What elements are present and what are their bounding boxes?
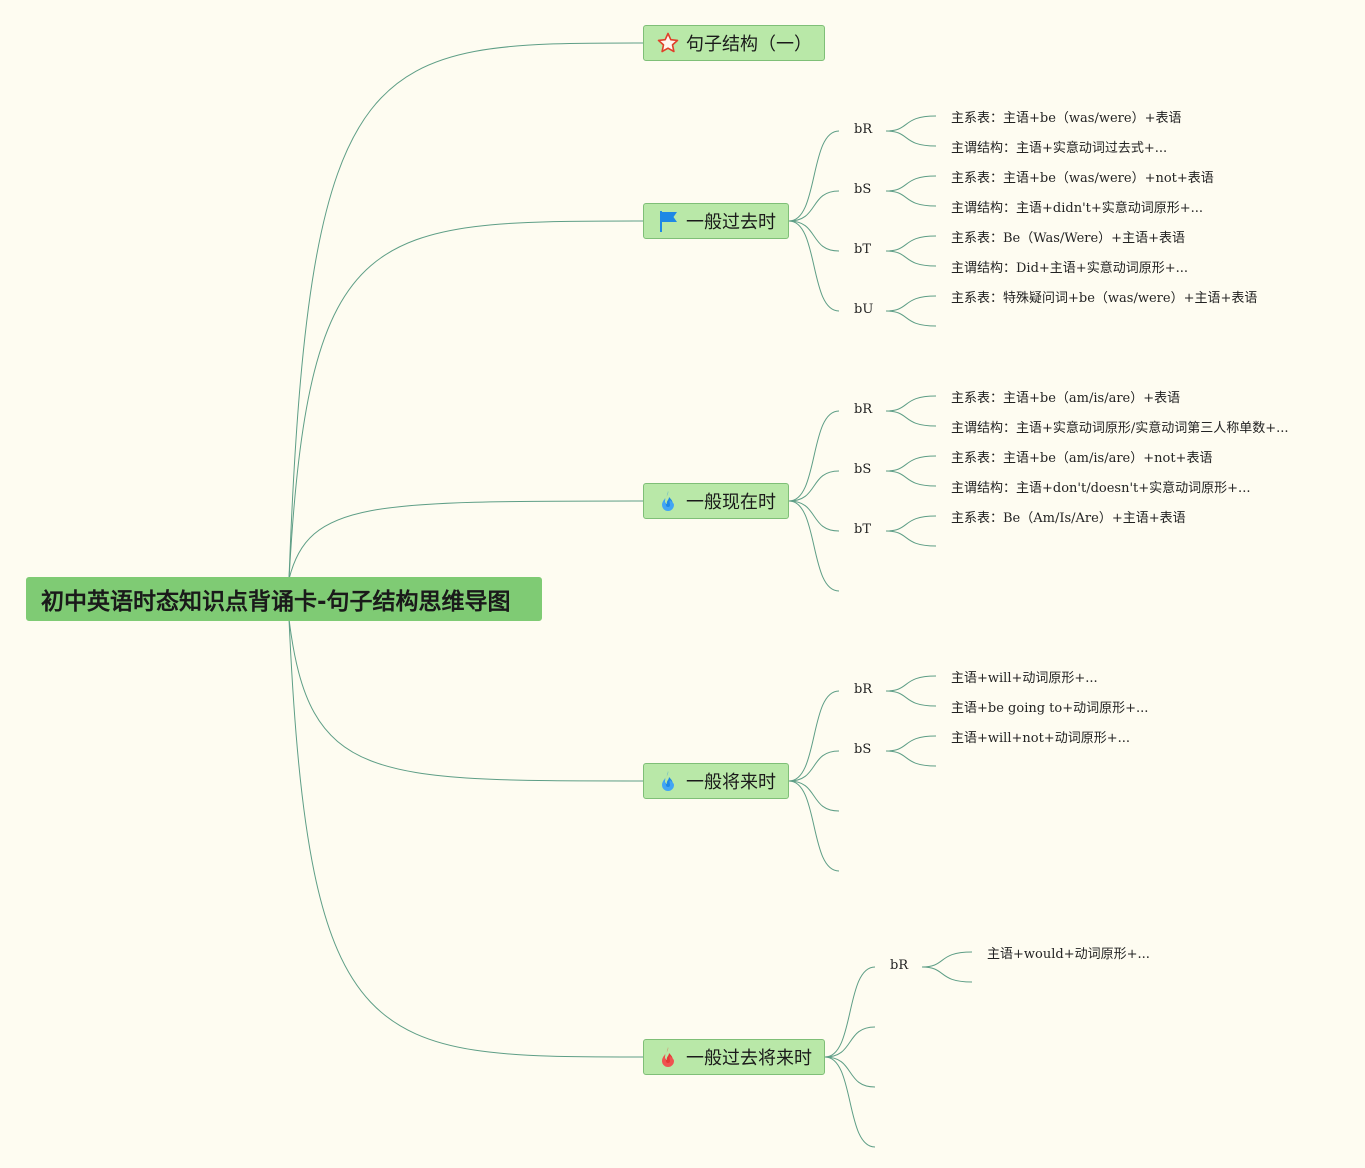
connector-line: [824, 1056, 876, 1148]
connector-line: [885, 395, 937, 412]
connector-line: [885, 735, 937, 752]
sub-branch-label[interactable]: bT: [854, 242, 871, 257]
flame-blue-icon: [656, 489, 680, 513]
branch-label: 一般过去将来时: [686, 1048, 812, 1069]
connector-line: [885, 295, 937, 312]
sub-branch-label[interactable]: bS: [854, 462, 872, 477]
connector-line: [788, 780, 840, 872]
sub-branch-label[interactable]: bR: [854, 122, 873, 137]
leaf-text[interactable]: 主系表：Be（Was/Were）+主语+表语: [951, 231, 1185, 246]
branch-label: 一般将来时: [686, 772, 776, 793]
root-node[interactable]: 初中英语时态知识点背诵卡-句子结构思维导图: [26, 577, 542, 621]
connector-line: [885, 130, 937, 147]
connector-line: [788, 470, 840, 502]
flag-icon: [656, 209, 680, 233]
leaf-text[interactable]: 主语+will+动词原形+...: [951, 671, 1098, 686]
connector-line: [288, 618, 644, 782]
sub-branch-label[interactable]: bR: [890, 958, 909, 973]
branch-label: 一般过去时: [686, 212, 776, 233]
connector-line: [788, 500, 840, 532]
connector-line: [288, 500, 644, 580]
sub-branch-label[interactable]: bS: [854, 182, 872, 197]
leaf-text[interactable]: 主系表：主语+be（am/is/are）+表语: [951, 391, 1181, 406]
star-icon: [656, 31, 680, 55]
connector-line: [885, 250, 937, 267]
branch-label: 句子结构（一）: [686, 34, 812, 55]
connector-line: [885, 530, 937, 547]
leaf-text[interactable]: 主系表：主语+be（was/were）+not+表语: [951, 171, 1214, 186]
connector-line: [885, 310, 937, 327]
leaf-text[interactable]: 主语+would+动词原形+...: [987, 947, 1150, 962]
leaf-text[interactable]: 主谓结构：主语+don't/doesn't+实意动词原形+...: [951, 481, 1251, 496]
connector-line: [788, 220, 840, 312]
connector-line: [885, 115, 937, 132]
connector-line: [788, 130, 840, 222]
leaf-text[interactable]: 主系表：主语+be（was/were）+表语: [951, 111, 1182, 126]
leaf-text[interactable]: 主谓结构：主语+实意动词原形/实意动词第三人称单数+...: [951, 421, 1289, 436]
leaf-text[interactable]: 主谓结构：主语+实意动词过去式+...: [951, 141, 1168, 156]
leaf-text[interactable]: 主系表：Be（Am/Is/Are）+主语+表语: [951, 511, 1186, 526]
connector-line: [788, 750, 840, 782]
connector-line: [885, 690, 937, 707]
sub-branch-label[interactable]: bU: [854, 302, 874, 317]
connector-line: [885, 455, 937, 472]
branch-node-1[interactable]: 句子结构（一）: [643, 25, 825, 61]
connector-line: [885, 235, 937, 252]
connector-line: [788, 190, 840, 222]
connector-line: [885, 175, 937, 192]
connector-line: [824, 1056, 876, 1088]
connector-line: [288, 42, 644, 580]
leaf-text[interactable]: 主系表：主语+be（am/is/are）+not+表语: [951, 451, 1213, 466]
connector-line: [788, 690, 840, 782]
sub-branch-label[interactable]: bR: [854, 402, 873, 417]
sub-branch-label[interactable]: bS: [854, 742, 872, 757]
branch-node-2[interactable]: 一般过去时: [643, 203, 789, 239]
leaf-text[interactable]: 主语+will+not+动词原形+...: [951, 731, 1130, 746]
branch-node-5[interactable]: 一般过去将来时: [643, 1039, 825, 1075]
connector-line: [921, 951, 973, 968]
connector-line: [885, 750, 937, 767]
sub-branch-label[interactable]: bR: [854, 682, 873, 697]
leaf-text[interactable]: 主系表：特殊疑问词+be（was/were）+主语+表语: [951, 291, 1258, 306]
connector-line: [885, 410, 937, 427]
connector-line: [885, 515, 937, 532]
connector-line: [788, 410, 840, 502]
connector-line: [885, 675, 937, 692]
branch-label: 一般现在时: [686, 492, 776, 513]
connector-line: [788, 500, 840, 592]
flame-red-icon: [656, 1045, 680, 1069]
connector-line: [824, 1026, 876, 1058]
connector-line: [921, 966, 973, 983]
connector-line: [288, 220, 644, 580]
connector-line: [288, 618, 644, 1058]
leaf-text[interactable]: 主谓结构：主语+didn't+实意动词原形+...: [951, 201, 1204, 216]
leaf-text[interactable]: 主语+be going to+动词原形+...: [951, 701, 1149, 716]
connector-line: [788, 780, 840, 812]
connector-line: [885, 470, 937, 487]
connector-line: [885, 190, 937, 207]
connector-line: [788, 220, 840, 252]
flame-blue-icon: [656, 769, 680, 793]
connector-line: [824, 966, 876, 1058]
branch-node-4[interactable]: 一般将来时: [643, 763, 789, 799]
sub-branch-label[interactable]: bT: [854, 522, 871, 537]
leaf-text[interactable]: 主谓结构：Did+主语+实意动词原形+...: [951, 261, 1188, 276]
branch-node-3[interactable]: 一般现在时: [643, 483, 789, 519]
